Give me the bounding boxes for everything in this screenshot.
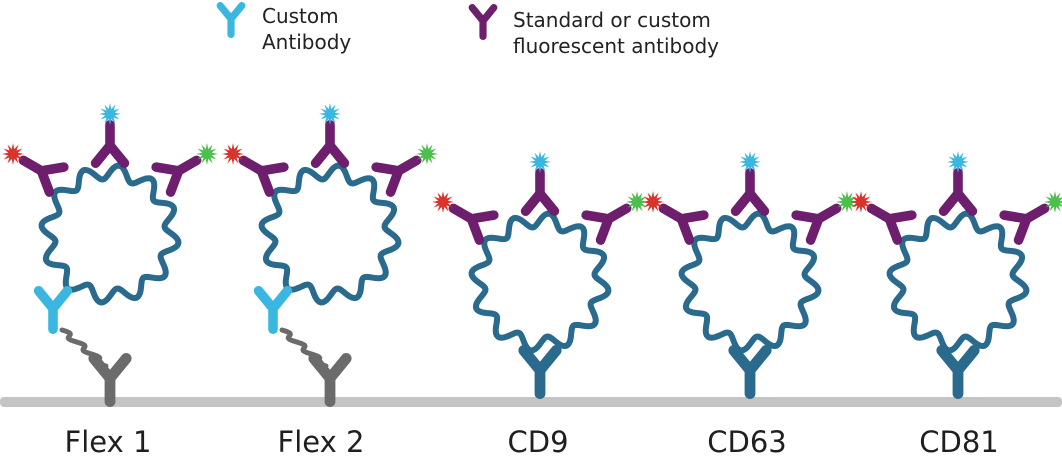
vesicle-cd9: [432, 151, 648, 399]
surface-bar: [0, 397, 1062, 407]
linker: [279, 327, 329, 369]
linker: [59, 327, 109, 369]
detection-antibody: [581, 203, 632, 245]
detection-antibody: [90, 119, 130, 169]
detection-antibody: [151, 155, 202, 197]
legend: [216, 1, 498, 41]
vesicle-membrane: [258, 162, 402, 306]
legend-standard-line1: Standard or custom: [513, 8, 711, 32]
detection-antibody: [730, 167, 770, 217]
custom-antibody-icon: [216, 1, 246, 39]
fluorophore-green: [416, 143, 438, 165]
vesicle-membrane: [38, 162, 182, 306]
detection-antibody: [310, 119, 350, 169]
legend-custom-line2: Antibody: [262, 30, 352, 54]
vesicle-flex-2: [222, 103, 438, 407]
vesicle-membrane: [678, 210, 822, 354]
vesicle-label-cd9: CD9: [507, 425, 569, 459]
fluorophore-cyan: [529, 151, 551, 173]
fluorophore-green: [836, 191, 858, 213]
legend-custom-antibody-label: Custom Antibody: [262, 3, 351, 55]
fluorophore-green: [196, 143, 218, 165]
fluorophore-red: [642, 191, 664, 213]
detection-antibody: [658, 203, 709, 245]
vesicle-label-flex-2: Flex 2: [277, 425, 365, 459]
detection-antibody: [520, 167, 560, 217]
fluorophore-green: [626, 191, 648, 213]
vesicle-label-cd81: CD81: [919, 425, 999, 459]
surface-layer: [0, 397, 1062, 407]
detection-antibody: [371, 155, 422, 197]
vesicle-flex-1: [2, 103, 218, 407]
standard-antibody-icon: [468, 3, 498, 41]
fluorophore-cyan: [739, 151, 761, 173]
legend-standard-line2: fluorescent antibody: [513, 34, 719, 58]
capture-antibody: [518, 345, 562, 399]
fluorophore-cyan: [947, 151, 969, 173]
fluorophore-cyan: [99, 103, 121, 125]
fluorophore-red: [2, 143, 24, 165]
vesicle-membrane: [886, 210, 1030, 354]
capture-antibody: [728, 345, 772, 399]
detection-antibody: [938, 167, 978, 217]
legend-standard-antibody-label: Standard or custom fluorescent antibody: [513, 7, 719, 59]
fluorophore-red: [222, 143, 244, 165]
vesicle-label-cd63: CD63: [707, 425, 787, 459]
fluorophore-green: [1044, 191, 1062, 213]
legend-custom-line1: Custom: [262, 4, 339, 28]
custom-antibody: [253, 285, 293, 335]
detection-antibody: [791, 203, 842, 245]
detection-antibody: [866, 203, 917, 245]
vesicle-cd81: [850, 151, 1062, 399]
fluorophore-cyan: [319, 103, 341, 125]
fluorophore-red: [850, 191, 872, 213]
vesicle-cd63: [642, 151, 858, 399]
detection-antibody: [448, 203, 499, 245]
vesicle-membrane: [468, 210, 612, 354]
detection-antibody: [999, 203, 1050, 245]
fluorophore-red: [432, 191, 454, 213]
capture-antibody: [936, 345, 980, 399]
detection-antibody: [18, 155, 69, 197]
custom-antibody: [33, 285, 73, 335]
vesicle-layer: [2, 103, 1062, 407]
vesicle-label-flex-1: Flex 1: [64, 425, 152, 459]
detection-antibody: [238, 155, 289, 197]
